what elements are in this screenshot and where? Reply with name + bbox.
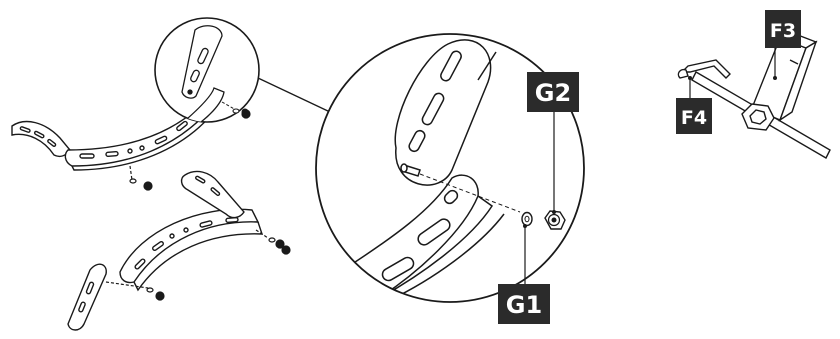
bottom-left-bolts: [105, 281, 165, 301]
bottom-top-bracket: [180, 170, 245, 219]
big-zoom-circle: [315, 33, 585, 303]
left-arc-piece: [64, 93, 215, 171]
socket-wrench-tool: [691, 31, 831, 159]
f4-label-text: F4: [681, 107, 707, 129]
zoom-upper-bracket: [394, 39, 497, 186]
g1-label-text: G1: [506, 291, 542, 319]
f3-label-text: F3: [770, 20, 796, 42]
allen-key-tool: [677, 59, 731, 79]
f4-label: F4: [676, 76, 712, 134]
small-zoom-circle: [154, 17, 260, 123]
g1-label: G1: [498, 284, 550, 324]
zoom-lower-bracket: [344, 174, 505, 301]
bottom-vertical-bracket: [67, 263, 107, 331]
zoom-washer: [521, 211, 533, 227]
bottom-bolts: [255, 229, 291, 255]
g2-label-text: G2: [535, 79, 571, 107]
bottom-arc-piece: [119, 208, 263, 292]
f3-label: F3: [765, 10, 801, 80]
g2-label: G2: [527, 72, 579, 112]
zoom-nut: [544, 210, 566, 230]
left-strip-piece: [11, 120, 71, 158]
zoom-connector-line: [257, 77, 331, 113]
